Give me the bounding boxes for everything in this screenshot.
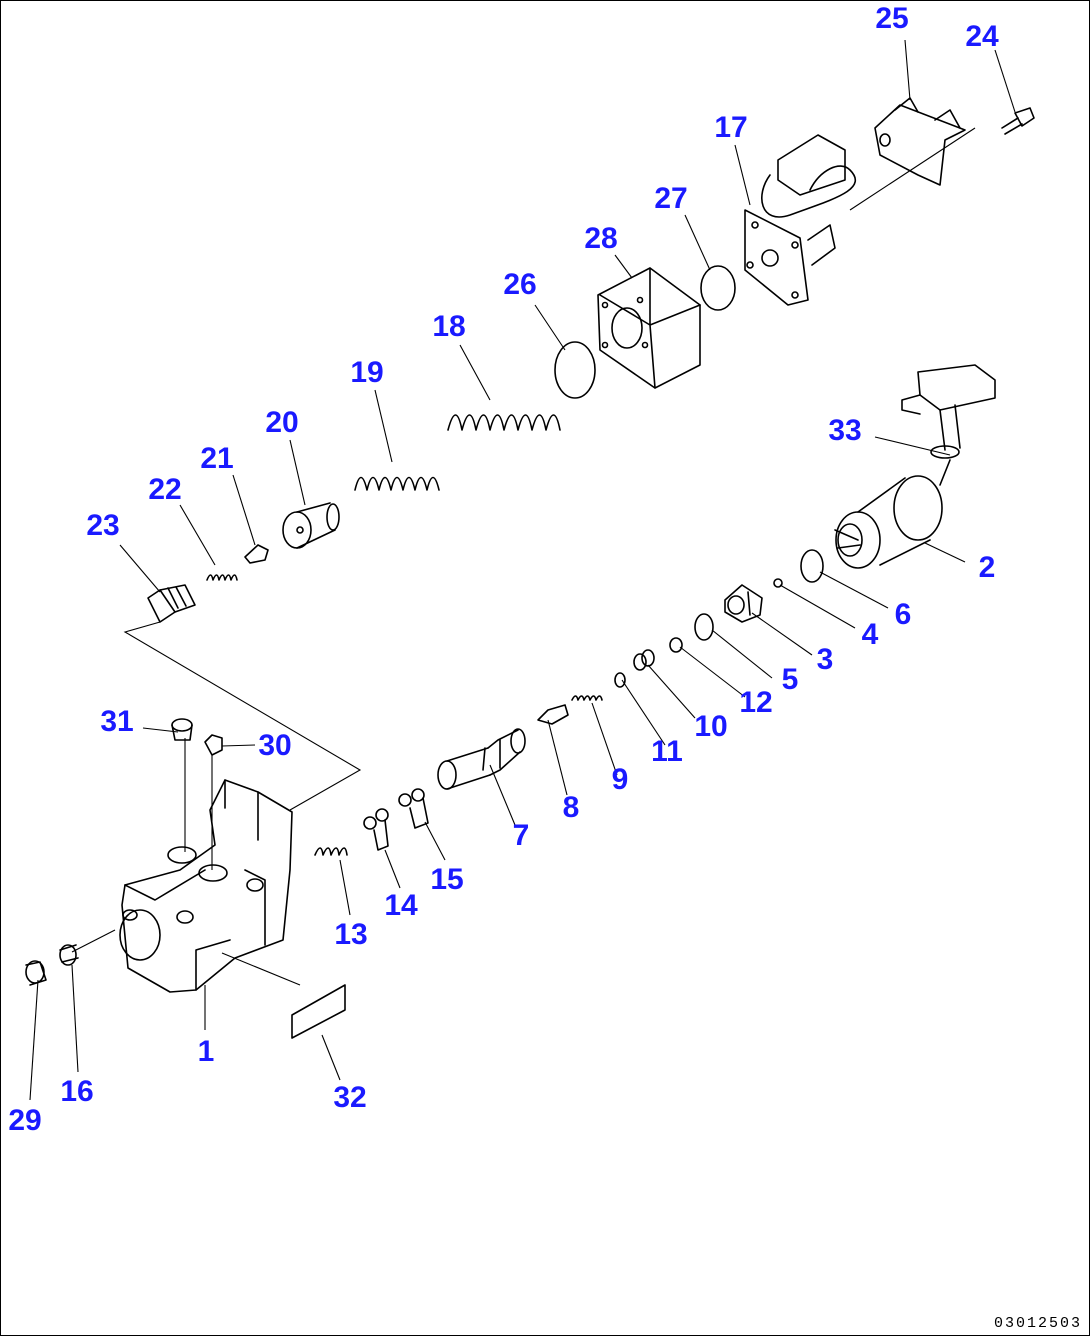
label-29: 29 bbox=[8, 1104, 42, 1137]
pin-part-8 bbox=[537, 704, 569, 725]
label-24: 24 bbox=[965, 20, 999, 53]
label-8: 8 bbox=[562, 791, 580, 824]
label-6: 6 bbox=[894, 598, 912, 631]
label-32: 32 bbox=[333, 1081, 367, 1114]
label-12: 12 bbox=[739, 686, 773, 719]
label-20: 20 bbox=[265, 406, 299, 439]
ring-part-12 bbox=[669, 637, 683, 653]
o-ring-part-27 bbox=[700, 265, 736, 311]
label-21: 21 bbox=[200, 442, 234, 475]
label-16: 16 bbox=[60, 1075, 94, 1108]
pin-part-21 bbox=[244, 544, 269, 564]
label-11: 11 bbox=[651, 735, 683, 768]
o-ring-part-5 bbox=[694, 613, 714, 641]
solenoid-part-2 bbox=[834, 459, 951, 569]
label-14: 14 bbox=[384, 889, 418, 922]
drawing-code: 03012503 bbox=[993, 1315, 1082, 1332]
plug-part-16 bbox=[59, 944, 79, 966]
bolt-part-24 bbox=[1001, 107, 1035, 135]
spring-part-9 bbox=[571, 695, 603, 701]
connector-part-33 bbox=[901, 364, 996, 459]
plug-part-14 bbox=[363, 808, 389, 851]
label-18: 18 bbox=[432, 310, 466, 343]
label-19: 19 bbox=[350, 356, 384, 389]
o-ring-part-6 bbox=[800, 549, 824, 583]
valve-body-part-1 bbox=[119, 779, 293, 993]
ball-part-4 bbox=[773, 578, 783, 588]
o-ring-part-11 bbox=[614, 672, 626, 688]
leader-lines bbox=[29, 39, 1016, 1101]
label-26: 26 bbox=[503, 268, 537, 301]
bracket-part-25 bbox=[874, 97, 966, 186]
label-1: 1 bbox=[197, 1035, 215, 1068]
label-33: 33 bbox=[828, 414, 862, 447]
plug-part-23 bbox=[147, 584, 196, 623]
label-9: 9 bbox=[611, 763, 629, 796]
valve-seat-part-3 bbox=[724, 584, 763, 623]
nameplate-part-32 bbox=[291, 984, 346, 1039]
label-15: 15 bbox=[430, 863, 464, 896]
label-13: 13 bbox=[334, 918, 368, 951]
label-17: 17 bbox=[714, 111, 748, 144]
label-22: 22 bbox=[148, 473, 182, 506]
label-10: 10 bbox=[694, 710, 728, 743]
spring-part-19 bbox=[354, 476, 440, 491]
o-ring-part-26 bbox=[554, 341, 596, 399]
spring-part-22 bbox=[206, 574, 238, 581]
spool-part-7 bbox=[437, 728, 526, 790]
label-30: 30 bbox=[258, 729, 292, 762]
label-27: 27 bbox=[654, 182, 688, 215]
label-23: 23 bbox=[86, 509, 120, 542]
label-7: 7 bbox=[512, 819, 530, 852]
label-3: 3 bbox=[816, 643, 834, 676]
bolt-part-31 bbox=[171, 718, 193, 741]
label-5: 5 bbox=[781, 663, 799, 696]
bolt-part-30 bbox=[204, 734, 223, 756]
plug-part-10 bbox=[633, 649, 655, 671]
label-4: 4 bbox=[861, 618, 879, 651]
spring-part-13 bbox=[314, 847, 348, 856]
retainer-part-20 bbox=[282, 502, 340, 549]
label-25: 25 bbox=[875, 2, 909, 35]
plug-part-29 bbox=[25, 960, 47, 986]
plug-part-15 bbox=[398, 788, 429, 829]
label-2: 2 bbox=[978, 551, 996, 584]
label-28: 28 bbox=[584, 222, 618, 255]
spring-part-18 bbox=[447, 414, 561, 431]
solenoid-part-17 bbox=[744, 134, 857, 306]
label-31: 31 bbox=[100, 705, 134, 738]
spacer-block-part-28 bbox=[597, 267, 701, 389]
